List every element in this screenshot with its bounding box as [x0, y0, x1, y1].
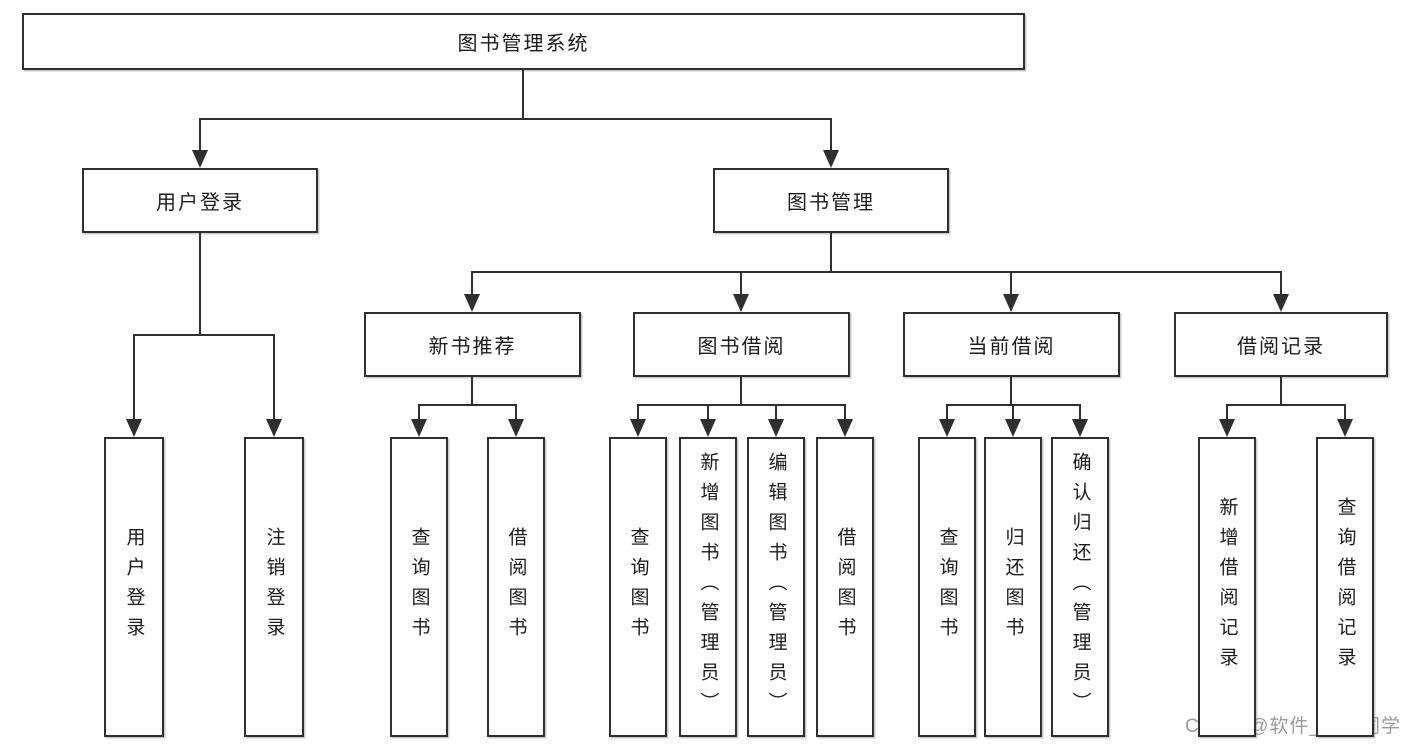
node-leaf-rec-borrow: 借阅图书 [487, 437, 545, 737]
connector-line [1280, 272, 1282, 296]
node-label-leaf-rec-query: 查询图书 [408, 527, 430, 647]
node-leaf-br-query: 查询借阅记录 [1316, 437, 1374, 737]
node-label-leaf-logout: 注销登录 [263, 527, 285, 647]
connector-line [1226, 404, 1346, 406]
node-label-leaf-user-login: 用户登录 [123, 527, 145, 647]
connector-line [740, 377, 742, 406]
connector-line [133, 335, 135, 421]
arrowhead-down-icon [1273, 294, 1289, 312]
node-label-book-mgmt: 图书管理 [787, 192, 875, 214]
connector-line [515, 405, 517, 421]
connector-line [418, 404, 517, 406]
node-current-borrow: 当前借阅 [903, 312, 1120, 377]
arrowhead-down-icon [700, 419, 716, 437]
arrowhead-down-icon [1072, 419, 1088, 437]
arrowhead-down-icon [733, 294, 749, 312]
node-label-leaf-br-add: 新增借阅记录 [1216, 497, 1238, 677]
node-leaf-bb-borrow: 借阅图书 [816, 437, 874, 737]
node-new-book-rec: 新书推荐 [364, 312, 581, 377]
node-label-leaf-cb-return: 归还图书 [1002, 527, 1024, 647]
node-label-leaf-bb-query: 查询图书 [627, 527, 649, 647]
connector-line [273, 335, 275, 421]
node-leaf-bb-add: 新增图书（管理员） [679, 437, 737, 737]
node-label-current-borrow: 当前借阅 [967, 336, 1056, 358]
node-leaf-cb-query: 查询图书 [918, 437, 976, 737]
node-book-mgmt: 图书管理 [713, 168, 949, 233]
connector-line [830, 119, 832, 152]
node-leaf-br-add: 新增借阅记录 [1198, 437, 1256, 737]
connector-line [830, 233, 832, 273]
arrowhead-down-icon [1005, 419, 1021, 437]
connector-line [844, 405, 846, 421]
connector-line [471, 271, 1282, 273]
connector-line [1010, 272, 1012, 296]
arrowhead-down-icon [464, 294, 480, 312]
node-label-new-book-rec: 新书推荐 [428, 336, 517, 358]
arrowhead-down-icon [266, 419, 282, 437]
connector-line [418, 405, 420, 421]
node-label-user-login: 用户登录 [156, 192, 244, 214]
node-leaf-bb-edit: 编辑图书（管理员） [747, 437, 805, 737]
connector-line [471, 377, 473, 406]
connector-line [199, 119, 201, 152]
node-label-leaf-bb-borrow: 借阅图书 [834, 527, 856, 647]
connector-line [1010, 377, 1012, 406]
node-label-leaf-cb-query: 查询图书 [936, 527, 958, 647]
arrowhead-down-icon [630, 419, 646, 437]
arrowhead-down-icon [192, 150, 208, 168]
arrowhead-down-icon [1219, 419, 1235, 437]
node-label-leaf-bb-edit: 编辑图书（管理员） [765, 452, 787, 722]
connector-line [133, 334, 275, 336]
node-book-borrow: 图书借阅 [633, 312, 850, 377]
connector-line [707, 405, 709, 421]
arrowhead-down-icon [768, 419, 784, 437]
connector-line [637, 404, 846, 406]
node-label-leaf-br-query: 查询借阅记录 [1334, 497, 1356, 677]
connector-line [1226, 405, 1228, 421]
node-label-leaf-cb-confirm: 确认归还（管理员） [1069, 452, 1091, 722]
connector-line [637, 405, 639, 421]
arrowhead-down-icon [508, 419, 524, 437]
node-label-leaf-bb-add: 新增图书（管理员） [697, 452, 719, 722]
node-root: 图书管理系统 [22, 13, 1025, 70]
node-leaf-logout: 注销登录 [244, 437, 304, 737]
node-label-borrow-record: 借阅记录 [1237, 336, 1325, 358]
arrowhead-down-icon [939, 419, 955, 437]
arrowhead-down-icon [823, 150, 839, 168]
arrowhead-down-icon [837, 419, 853, 437]
arrowhead-down-icon [1337, 419, 1353, 437]
node-leaf-bb-query: 查询图书 [609, 437, 667, 737]
node-label-root: 图书管理系统 [457, 33, 590, 55]
connector-line [199, 118, 832, 120]
connector-line [1280, 377, 1282, 406]
node-leaf-rec-query: 查询图书 [390, 437, 448, 737]
node-leaf-cb-return: 归还图书 [984, 437, 1042, 737]
connector-line [522, 70, 524, 120]
connector-line [199, 233, 201, 336]
node-label-book-borrow: 图书借阅 [697, 336, 786, 358]
connector-line [1012, 405, 1014, 421]
connector-line [740, 272, 742, 296]
connector-line [775, 405, 777, 421]
connector-line [1079, 405, 1081, 421]
arrowhead-down-icon [126, 419, 142, 437]
node-leaf-cb-confirm: 确认归还（管理员） [1051, 437, 1109, 737]
node-leaf-user-login: 用户登录 [104, 437, 164, 737]
node-user-login: 用户登录 [82, 168, 318, 233]
connector-line [1344, 405, 1346, 421]
node-label-leaf-rec-borrow: 借阅图书 [505, 527, 527, 647]
connector-line [471, 272, 473, 296]
arrowhead-down-icon [1003, 294, 1019, 312]
node-borrow-record: 借阅记录 [1174, 312, 1388, 377]
connector-line [946, 405, 948, 421]
arrowhead-down-icon [411, 419, 427, 437]
